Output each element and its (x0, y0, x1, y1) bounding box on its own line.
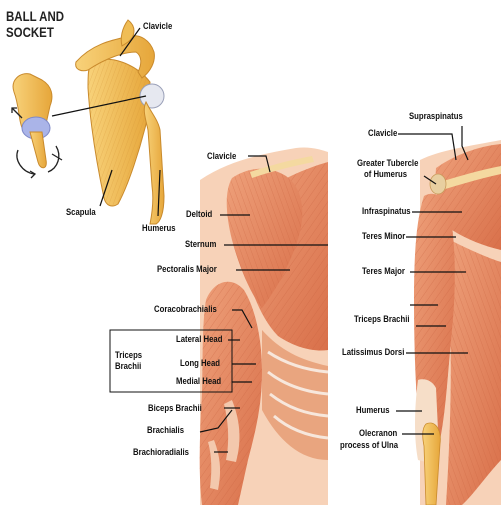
label-deltoid: Deltoid (186, 209, 212, 220)
label-greater-tubercle-line1: Greater Tubercle (357, 158, 418, 169)
label-pectoralis-major: Pectoralis Major (157, 264, 217, 275)
diagram-title: BALL AND SOCKET (6, 8, 64, 40)
label-brachioradialis: Brachioradialis (133, 447, 189, 458)
label-sternum: Sternum (185, 239, 216, 250)
label-olecranon-line2: process of Ulna (340, 440, 398, 451)
label-lateral-head: Lateral Head (176, 334, 222, 345)
label-triceps-group-line1: Triceps (115, 350, 142, 361)
label-scapula: Scapula (66, 207, 96, 218)
posterior-panel (396, 126, 501, 505)
label-teres-minor: Teres Minor (362, 231, 405, 242)
label-triceps-group-line2: Brachii (115, 361, 141, 372)
title-line-2: SOCKET (6, 24, 64, 40)
label-supraspinatus: Supraspinatus (409, 111, 463, 122)
label-latissimus-dorsi: Latissimus Dorsi (342, 347, 404, 358)
label-triceps-brachii: Triceps Brachii (354, 314, 409, 325)
label-teres-major: Teres Major (362, 266, 405, 277)
label-long-head: Long Head (180, 358, 220, 369)
label-biceps-brachii: Biceps Brachii (148, 403, 202, 414)
label-brachialis: Brachialis (147, 425, 184, 436)
label-clavicle-skeleton: Clavicle (143, 21, 172, 32)
ball-socket-inset (12, 74, 62, 178)
label-humerus-skeleton: Humerus (142, 223, 176, 234)
label-greater-tubercle-line2: of Humerus (364, 169, 407, 180)
label-clavicle-posterior: Clavicle (368, 128, 397, 139)
label-medial-head: Medial Head (176, 376, 221, 387)
title-line-1: BALL AND (6, 8, 64, 24)
label-humerus-posterior: Humerus (356, 405, 390, 416)
label-olecranon-line1: Olecranon (359, 428, 397, 439)
label-clavicle-anterior: Clavicle (207, 151, 236, 162)
label-coracobrachialis: Coracobrachialis (154, 304, 217, 315)
label-infraspinatus: Infraspinatus (362, 206, 411, 217)
skeleton-panel (12, 20, 164, 224)
humerus-bone (140, 84, 164, 224)
